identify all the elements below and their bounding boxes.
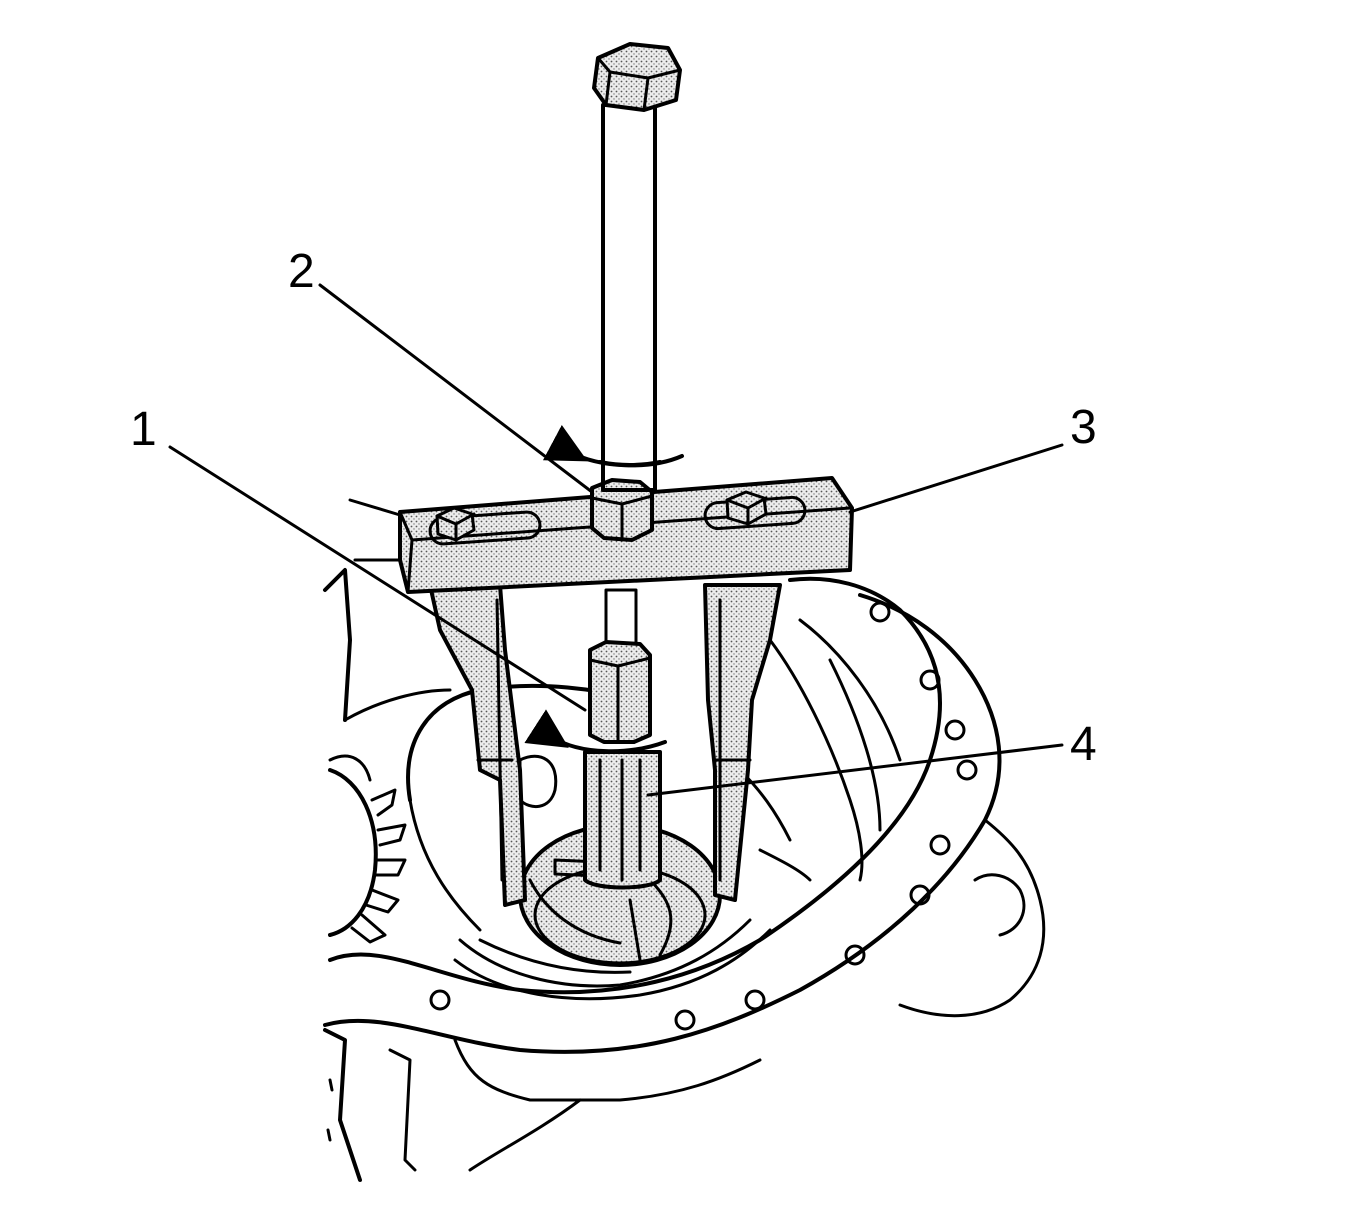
puller-legs bbox=[428, 583, 782, 907]
left-bolt-head bbox=[435, 506, 476, 542]
callout-1: 1 bbox=[130, 403, 157, 456]
callout-3: 3 bbox=[1070, 401, 1097, 454]
ring-gear bbox=[328, 768, 407, 944]
callout-2: 2 bbox=[288, 245, 315, 298]
right-bolt-head bbox=[725, 490, 768, 526]
step-plate-adapter bbox=[583, 640, 662, 890]
forcing-screw-nut bbox=[590, 478, 654, 542]
differential-housing bbox=[323, 498, 1046, 1182]
side-bearing bbox=[518, 823, 722, 967]
forcing-screw bbox=[592, 42, 682, 647]
leader-lines bbox=[168, 283, 1064, 797]
flange-bolt-holes bbox=[429, 601, 978, 1031]
callout-labels: 1 2 3 4 bbox=[130, 245, 1097, 771]
rotation-arrow-upper bbox=[542, 424, 684, 468]
rotation-arrow-lower bbox=[524, 709, 667, 754]
callout-4: 4 bbox=[1070, 718, 1097, 771]
screw-hex-head bbox=[592, 42, 682, 112]
